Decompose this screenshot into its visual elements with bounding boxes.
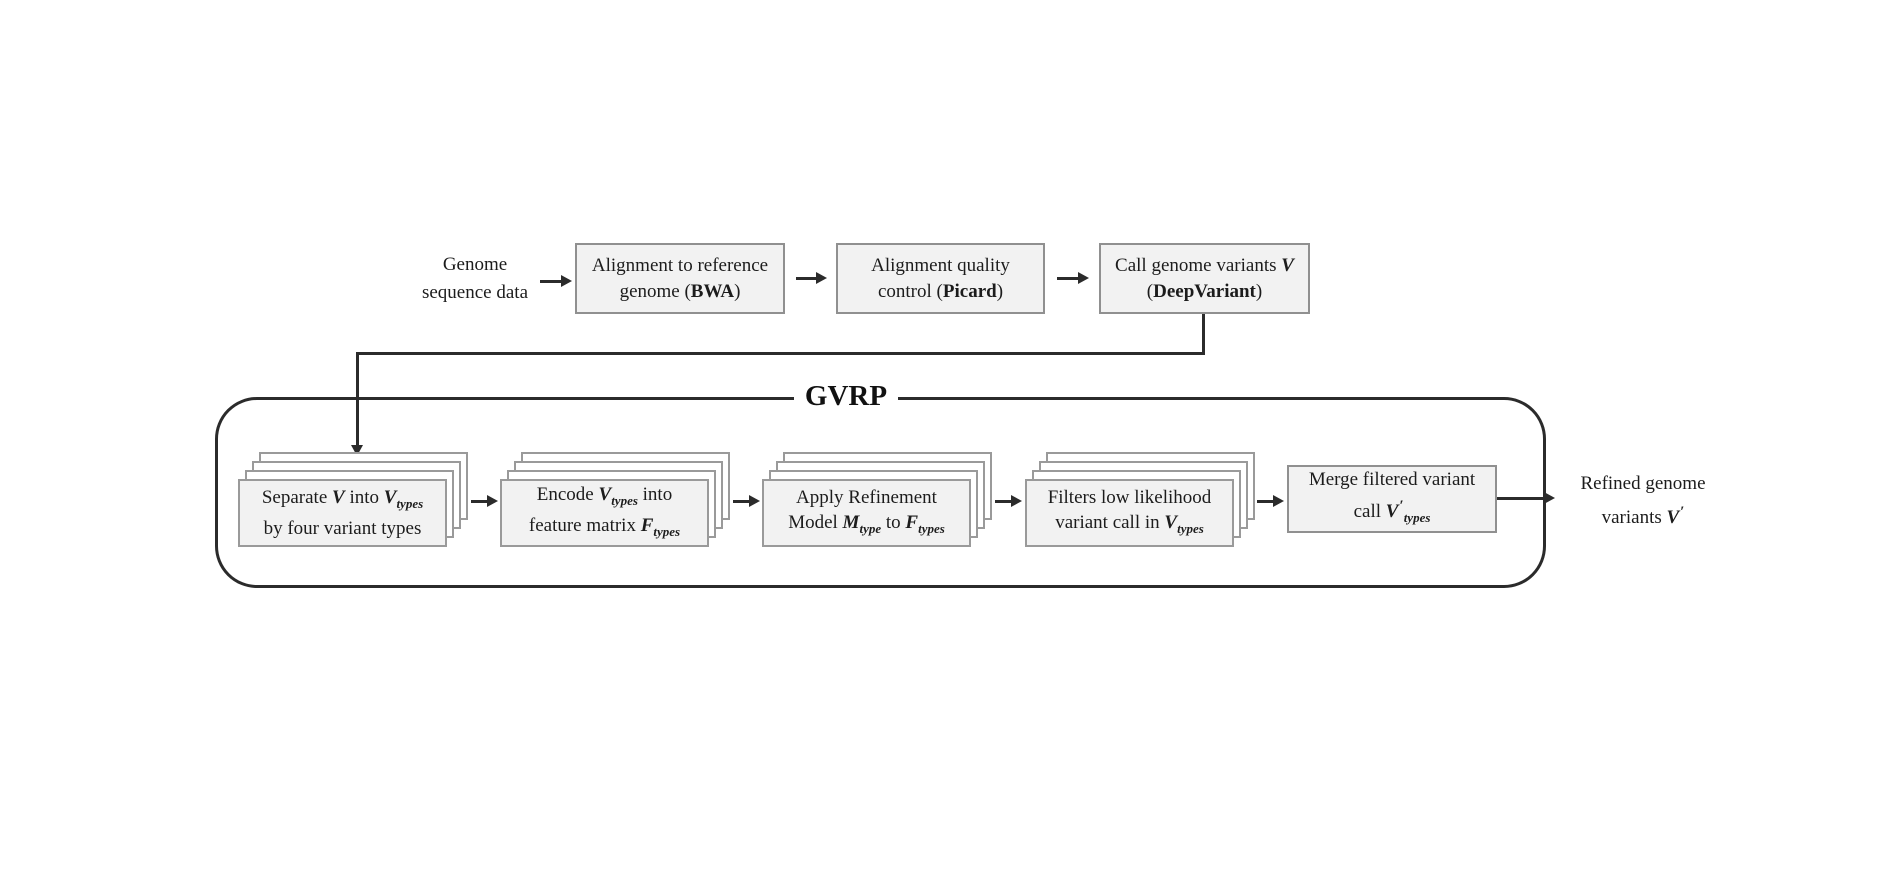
stack-encode-front-box: Encode Vtypes into feature matrix Ftypes bbox=[500, 479, 709, 547]
arrow-right-icon bbox=[487, 495, 498, 507]
box-quality-picard-line2: control (Picard) bbox=[877, 280, 1004, 302]
box-call-deepvariant-line1: Call genome variants V bbox=[1115, 254, 1294, 276]
arrow-line-filter-to-merge bbox=[1257, 500, 1275, 503]
refined-variants-line1: Refined genome bbox=[1580, 473, 1706, 494]
arrow-right-icon bbox=[1078, 272, 1089, 284]
stack-encode-features: Encode Vtypes into feature matrix Ftypes bbox=[500, 452, 734, 548]
stack-apply-model: Apply Refinement Model Mtype to Ftypes bbox=[762, 452, 996, 548]
arrow-right-icon bbox=[749, 495, 760, 507]
box-alignment-bwa-line2: genome (BWA) bbox=[619, 280, 741, 302]
box-alignment-bwa-line1: Alignment to reference bbox=[591, 254, 769, 276]
stack-separate-front-box: Separate V into Vtypes by four variant t… bbox=[238, 479, 447, 547]
box-call-deepvariant-line2: (DeepVariant) bbox=[1146, 280, 1263, 302]
arrow-line-source-to-bwa bbox=[540, 280, 563, 283]
box-quality-picard: Alignment quality control (Picard) bbox=[836, 243, 1045, 314]
stack-apply-front-box: Apply Refinement Model Mtype to Ftypes bbox=[762, 479, 971, 547]
step-separate-line2: by four variant types bbox=[263, 518, 422, 539]
step-apply-line1: Apply Refinement bbox=[796, 487, 937, 508]
gvrp-title: GVRP bbox=[794, 379, 898, 413]
box-merge-line1: Merge filtered variant bbox=[1308, 469, 1476, 490]
box-call-deepvariant: Call genome variants V (DeepVariant) bbox=[1099, 243, 1310, 314]
arrow-right-icon bbox=[1544, 492, 1555, 504]
arrow-line-apply-to-filter bbox=[995, 500, 1013, 503]
arrow-line-bwa-to-picard bbox=[796, 277, 818, 280]
step-apply-line2: Model Mtype to Ftypes bbox=[788, 512, 945, 536]
arrow-line-merge-to-output bbox=[1497, 497, 1546, 500]
arrow-line-encode-to-apply bbox=[733, 500, 751, 503]
genome-sequence-data-line2: sequence data bbox=[421, 282, 529, 303]
connector-horizontal-line bbox=[356, 352, 1205, 355]
refined-variants-line2: variants V′ bbox=[1601, 504, 1685, 528]
arrow-right-icon bbox=[1273, 495, 1284, 507]
step-filter-line1: Filters low likelihood bbox=[1047, 487, 1212, 508]
step-filter-line2: variant call in Vtypes bbox=[1055, 512, 1204, 536]
arrow-line-separate-to-encode bbox=[471, 500, 489, 503]
step-encode-line2: feature matrix Ftypes bbox=[528, 515, 681, 539]
genome-sequence-data-line1: Genome bbox=[442, 254, 508, 275]
arrow-line-picard-to-deepvariant bbox=[1057, 277, 1080, 280]
stack-filter-front-box: Filters low likelihood variant call in V… bbox=[1025, 479, 1234, 547]
step-separate-line1: Separate V into Vtypes bbox=[261, 487, 424, 511]
stack-filter-calls: Filters low likelihood variant call in V… bbox=[1025, 452, 1259, 548]
box-merge-filtered: Merge filtered variant call V′types bbox=[1287, 465, 1497, 533]
connector-deepvariant-down-line bbox=[1202, 314, 1205, 355]
box-merge-line2: call V′types bbox=[1353, 498, 1431, 525]
arrow-right-icon bbox=[561, 275, 572, 287]
arrow-down-icon bbox=[351, 445, 363, 456]
step-encode-line1: Encode Vtypes into bbox=[536, 484, 673, 508]
box-alignment-bwa: Alignment to reference genome (BWA) bbox=[575, 243, 785, 314]
arrow-right-icon bbox=[816, 272, 827, 284]
genome-sequence-data-label: Genome sequence data bbox=[405, 251, 545, 307]
arrow-right-icon bbox=[1011, 495, 1022, 507]
box-quality-picard-line1: Alignment quality bbox=[871, 254, 1010, 276]
refined-variants-label: Refined genome variants V′ bbox=[1568, 470, 1718, 532]
stack-separate-variants: Separate V into Vtypes by four variant t… bbox=[238, 452, 472, 548]
